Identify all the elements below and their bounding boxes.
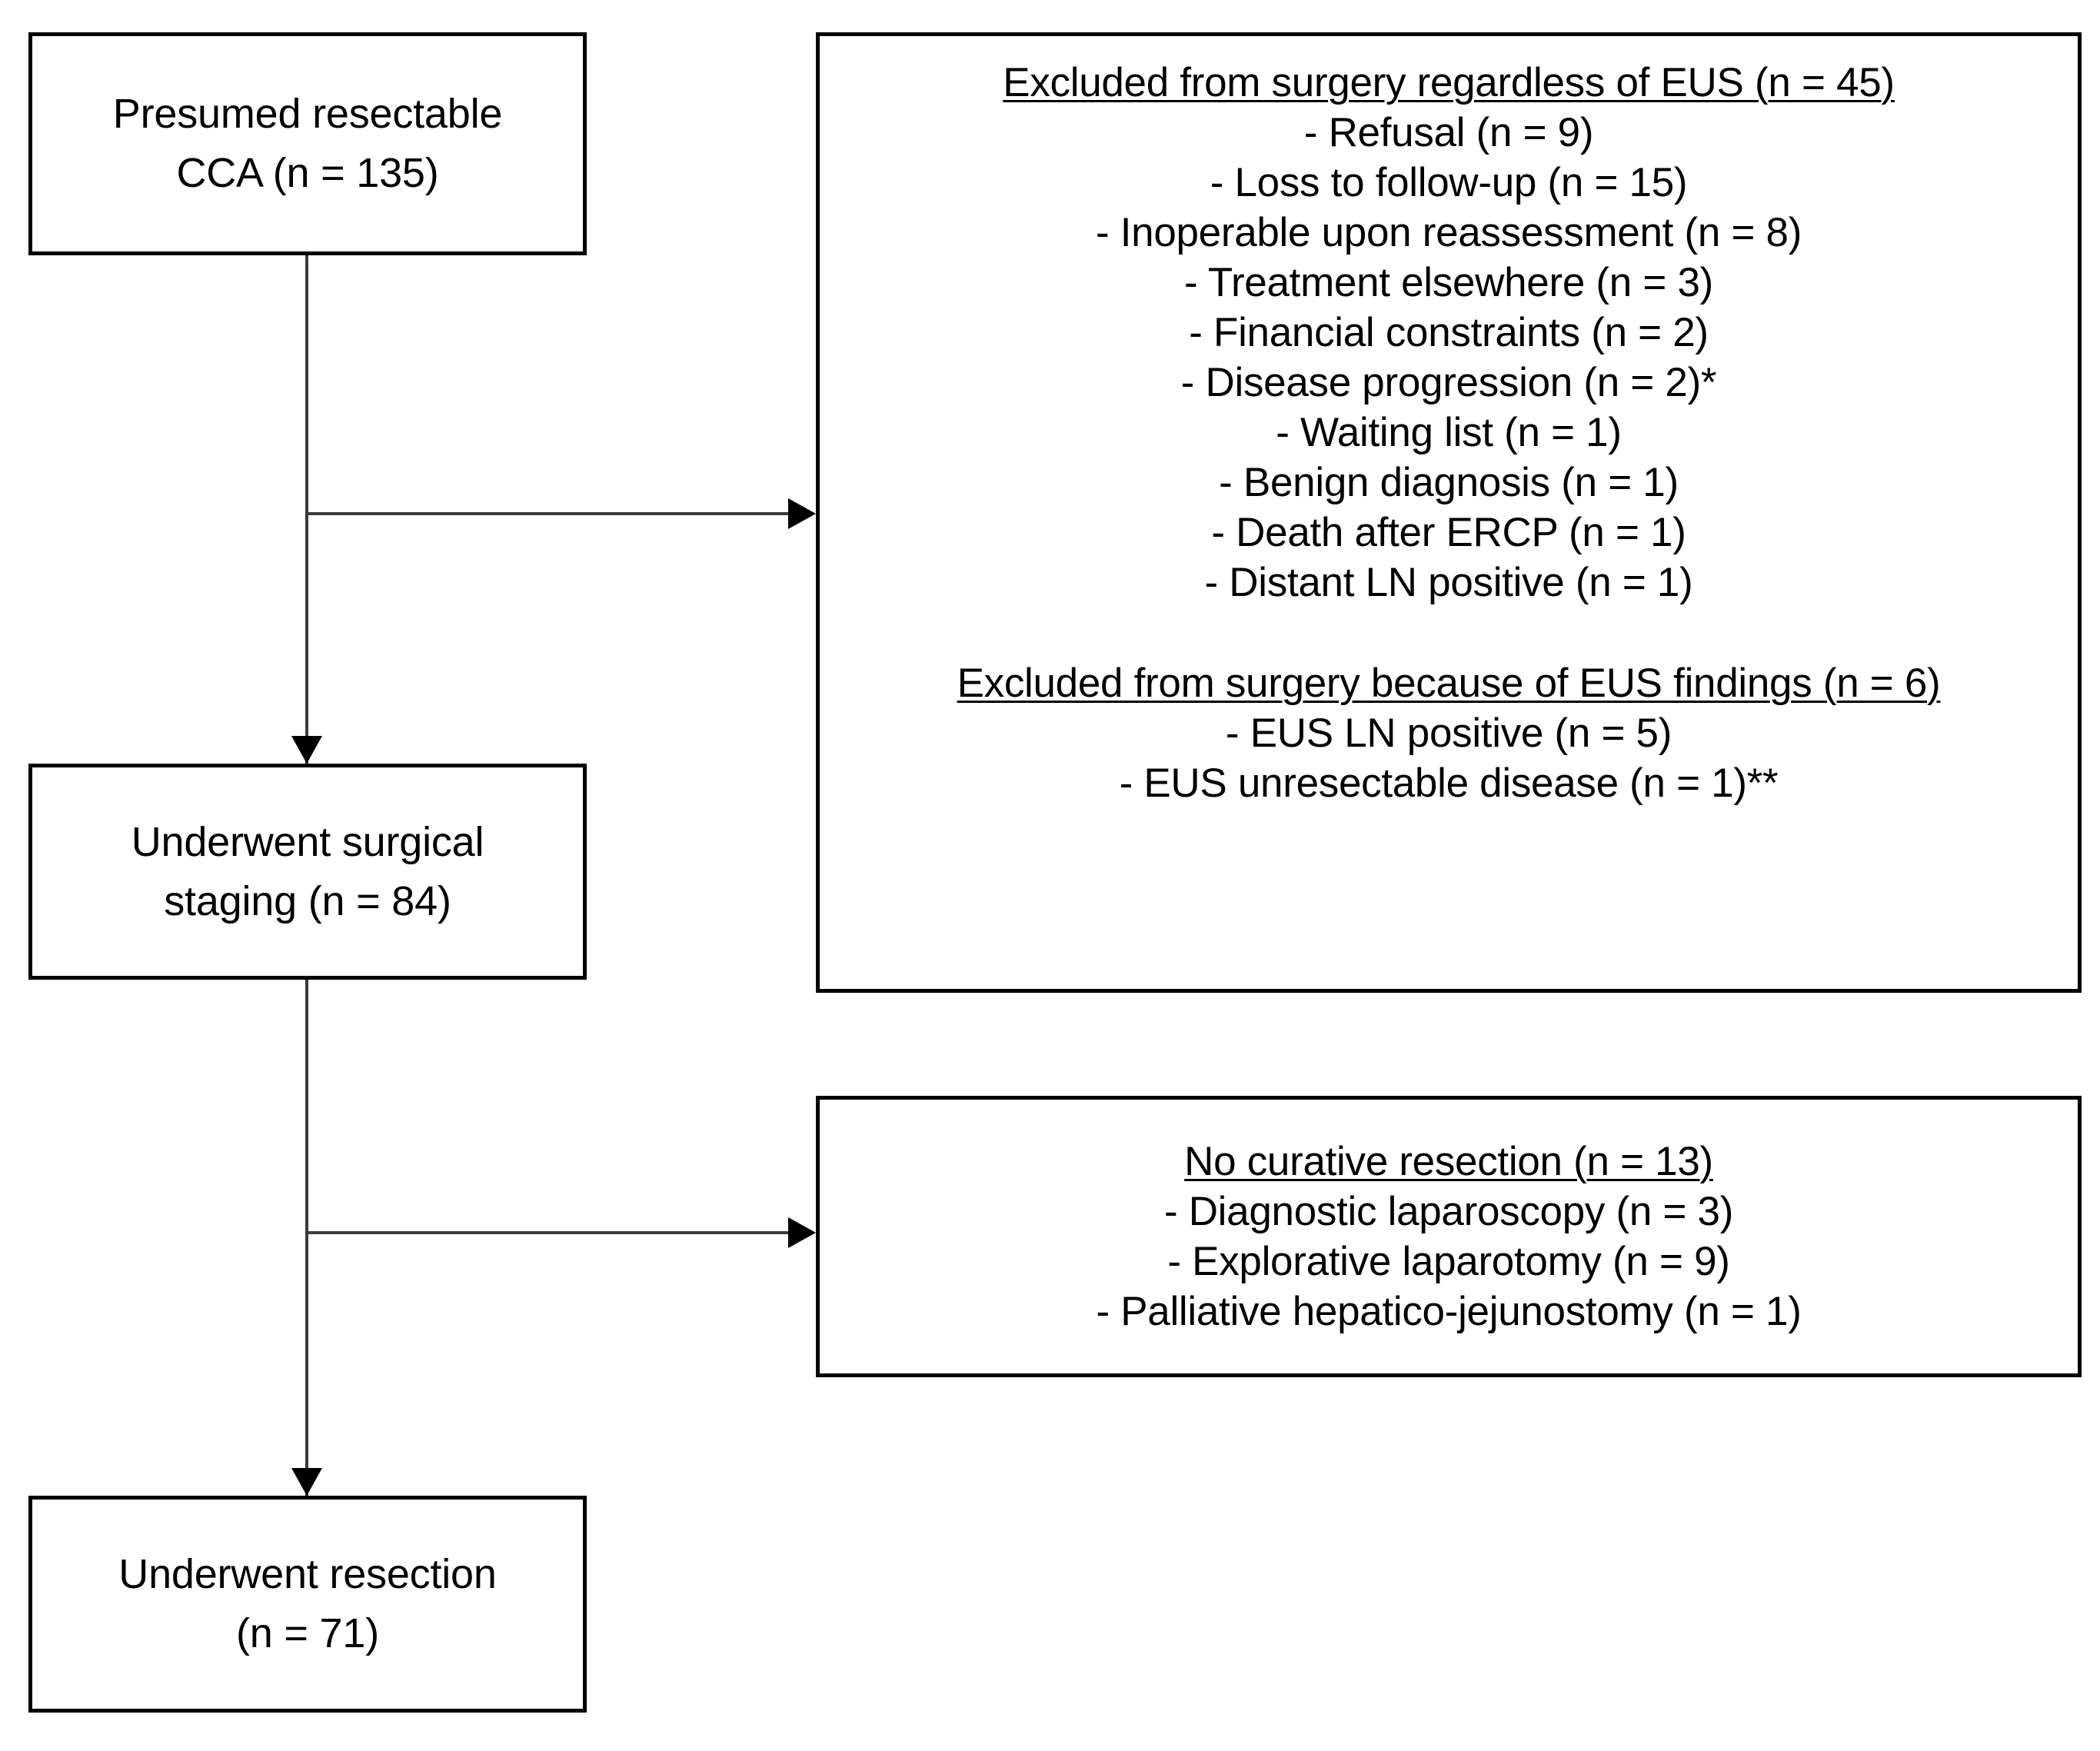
excluded-group-2-heading: Excluded from surgery because of EUS fin… — [957, 661, 1941, 706]
connector-staging-to-resection — [305, 980, 308, 1496]
connector-to-excluded-box — [307, 512, 791, 515]
arrow-right-icon — [788, 498, 816, 529]
node-underwent-surgical-staging: Underwent surgical staging (n = 84) — [28, 764, 587, 980]
excluded-group-1: Excluded from surgery regardless of EUS … — [820, 55, 2078, 608]
excluded-item: - Inoperable upon reassessment (n = 8) — [1095, 210, 1802, 255]
excluded-item: - Waiting list (n = 1) — [1276, 410, 1622, 455]
no-curative-heading: No curative resection (n = 13) — [1184, 1139, 1713, 1184]
node-presumed-resectable-cca: Presumed resectable CCA (n = 135) — [28, 32, 587, 255]
no-curative-item: - Diagnostic laparoscopy (n = 3) — [1163, 1189, 1734, 1234]
arrow-right-icon — [788, 1217, 816, 1248]
excluded-group-2: Excluded from surgery because of EUS fin… — [820, 655, 2078, 808]
arrow-down-icon — [291, 1468, 322, 1496]
excluded-item: - EUS unresectable disease (n = 1)** — [1119, 761, 1779, 806]
excluded-item: - Disease progression (n = 2)* — [1180, 360, 1717, 405]
no-curative-item: - Explorative laparotomy (n = 9) — [1167, 1239, 1730, 1284]
no-curative-group-1: No curative resection (n = 13) - Diagnos… — [820, 1137, 2078, 1337]
node-resection-line-1: Underwent resection — [118, 1551, 497, 1598]
connector-to-no-curative-box — [307, 1231, 791, 1234]
node-resection-line-2: (n = 71) — [235, 1610, 379, 1656]
excluded-item: - EUS LN positive (n = 5) — [1225, 711, 1672, 756]
node-staging-line-1: Underwent surgical — [131, 818, 484, 865]
excluded-item: - Financial constraints (n = 2) — [1189, 310, 1709, 355]
node-excluded-from-surgery: Excluded from surgery regardless of EUS … — [816, 32, 2082, 993]
arrow-down-icon — [291, 736, 322, 764]
node-presumed-text: Presumed resectable CCA (n = 135) — [32, 85, 583, 202]
excluded-item: - Distant LN positive (n = 1) — [1204, 560, 1693, 605]
no-curative-box-text: No curative resection (n = 13) - Diagnos… — [820, 1137, 2078, 1337]
node-no-curative-resection: No curative resection (n = 13) - Diagnos… — [816, 1096, 2082, 1377]
node-presumed-line-2: CCA (n = 135) — [176, 150, 439, 196]
excluded-item: - Treatment elsewhere (n = 3) — [1184, 260, 1713, 305]
excluded-box-text: Excluded from surgery regardless of EUS … — [820, 36, 2078, 808]
connector-presumed-to-staging — [305, 255, 308, 764]
node-underwent-resection: Underwent resection (n = 71) — [28, 1496, 587, 1713]
node-resection-text: Underwent resection (n = 71) — [32, 1545, 583, 1663]
node-staging-line-2: staging (n = 84) — [164, 877, 451, 924]
excluded-item: - Loss to follow-up (n = 15) — [1210, 160, 1688, 205]
excluded-item: - Benign diagnosis (n = 1) — [1219, 460, 1679, 505]
excluded-item: - Refusal (n = 9) — [1303, 110, 1594, 155]
no-curative-item: - Palliative hepatico-jejunostomy (n = 1… — [1096, 1289, 1802, 1334]
node-presumed-line-1: Presumed resectable — [112, 91, 503, 138]
excluded-item: - Death after ERCP (n = 1) — [1211, 510, 1686, 555]
node-staging-text: Underwent surgical staging (n = 84) — [32, 813, 583, 930]
excluded-group-spacer — [820, 608, 2078, 655]
excluded-group-1-heading: Excluded from surgery regardless of EUS … — [1003, 60, 1895, 105]
